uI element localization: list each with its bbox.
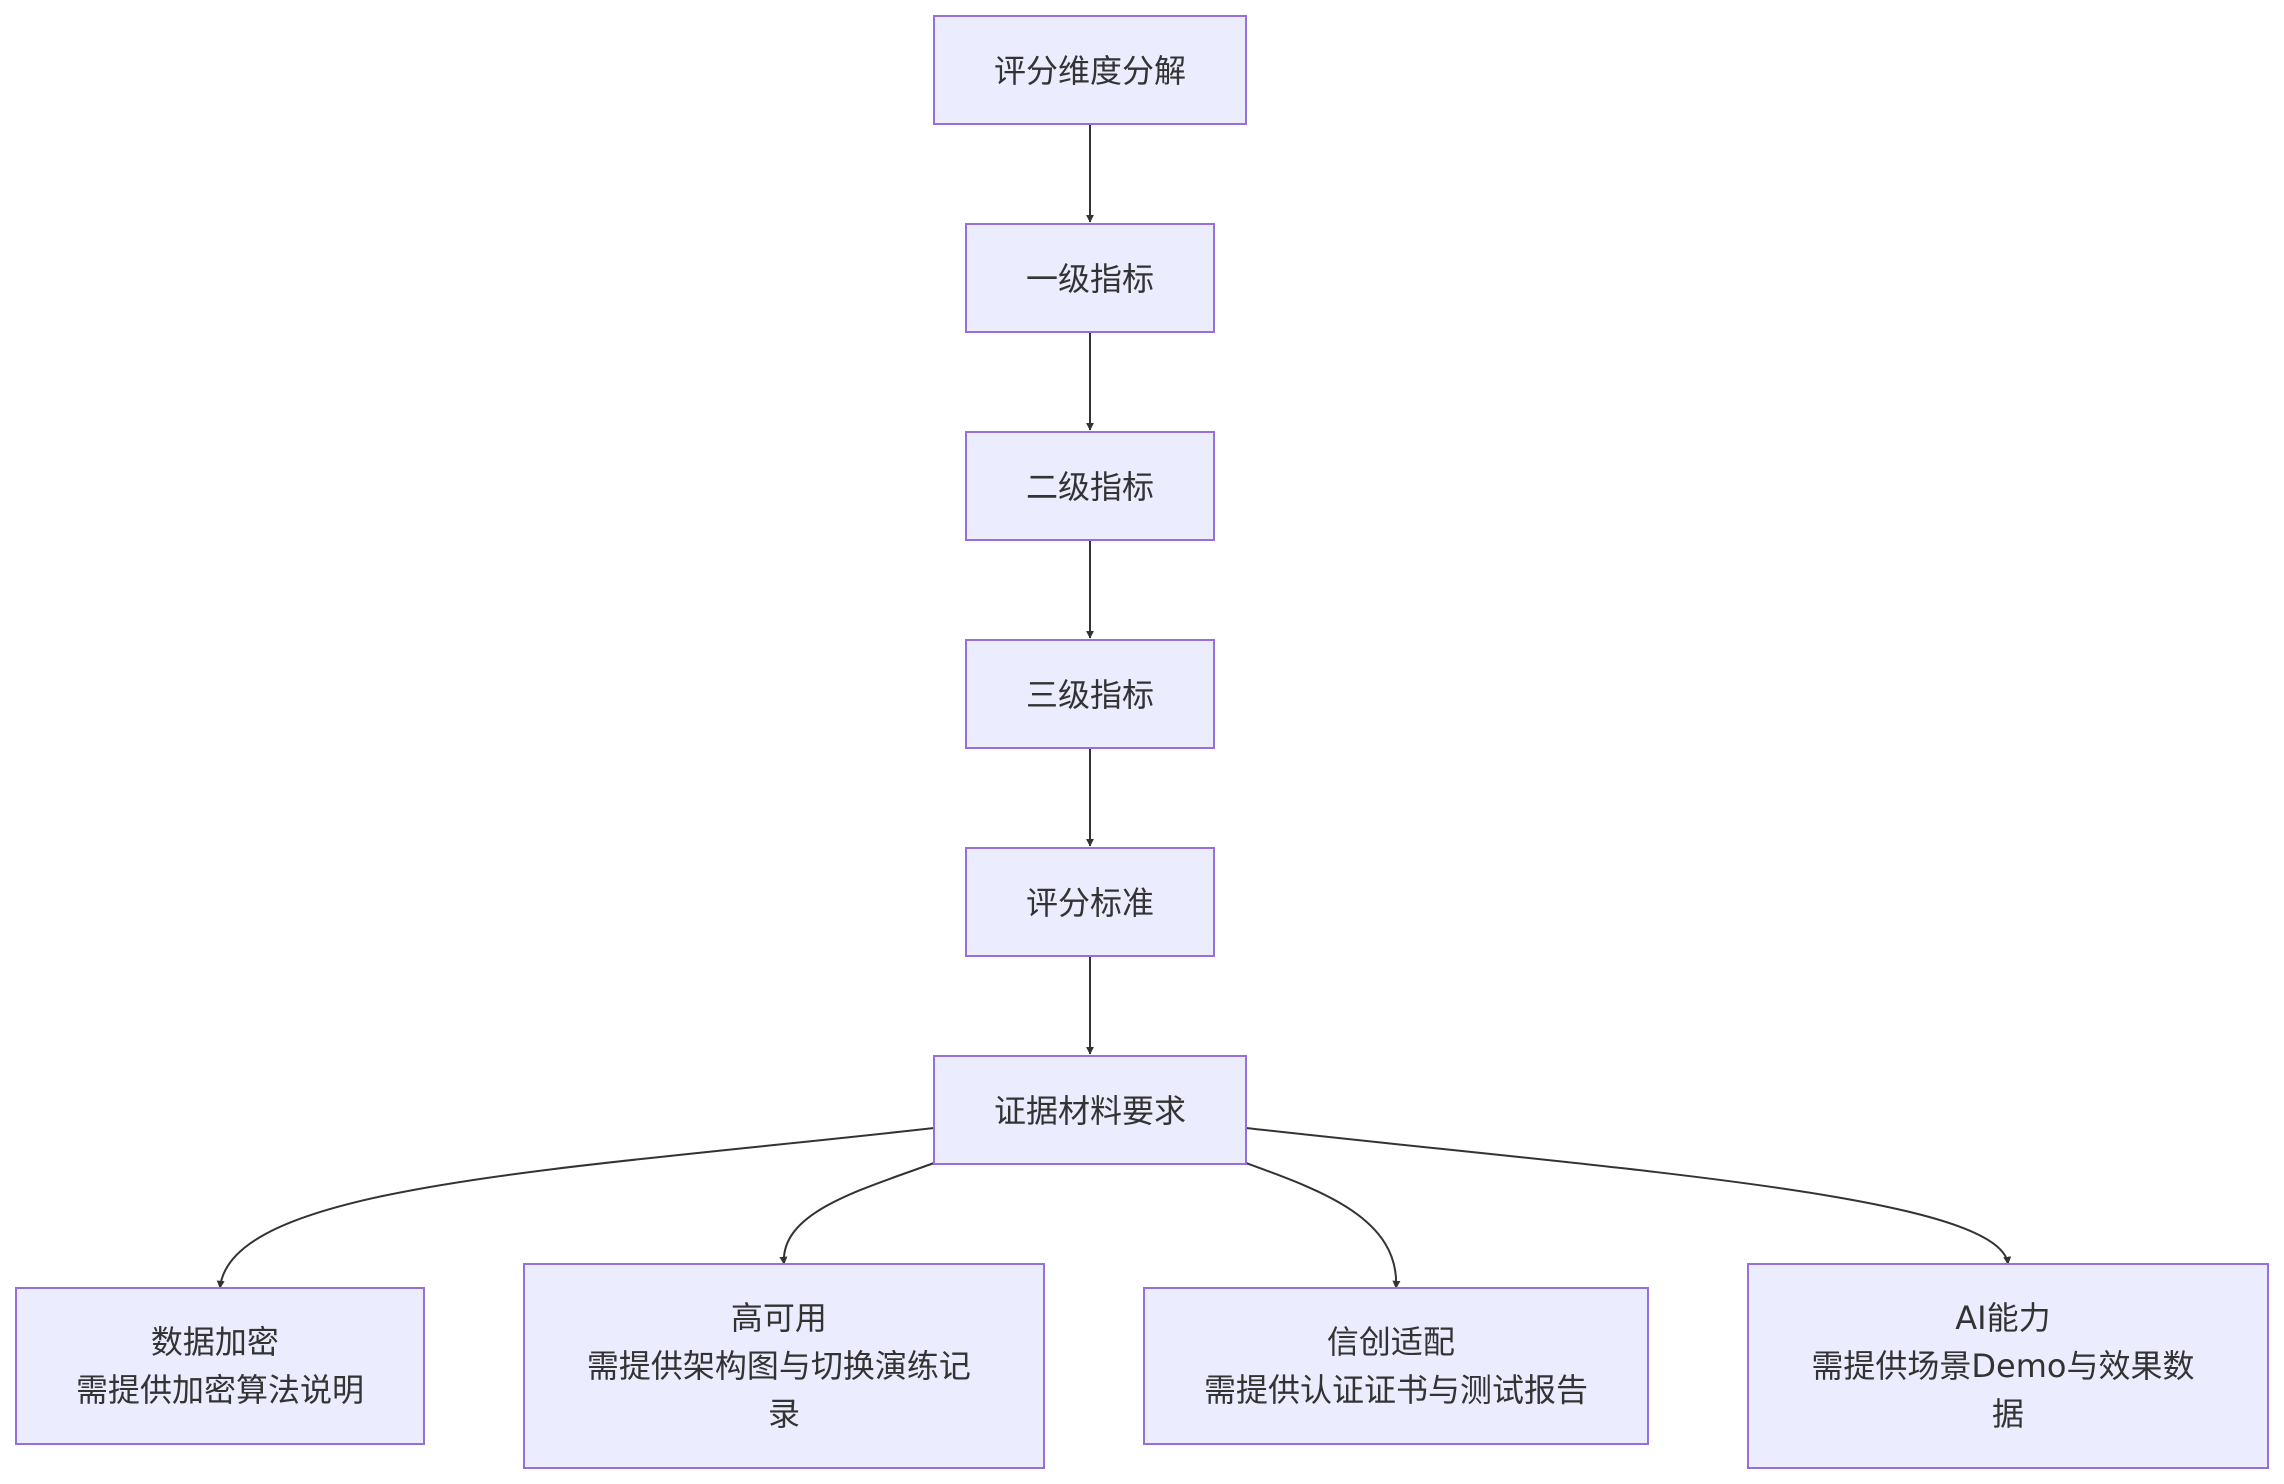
svg-text:高可用 需提供架构图与切换演练记: 高可用 需提供架构图与切换演练记 录 xyxy=(587,1299,981,1433)
edge-evidence-ha xyxy=(779,1162,935,1265)
node-label: 需提供加密算法说明 xyxy=(76,1371,364,1409)
node-label: 评分标准 xyxy=(1026,884,1154,922)
node-criteria[interactable]: 评分标准 xyxy=(965,847,1215,957)
node-label: 二级指标 xyxy=(1026,468,1154,506)
node-label: AI能力 xyxy=(1955,1299,2050,1337)
node-level3[interactable]: 三级指标 xyxy=(965,639,1215,749)
svg-text:AI能力 需提供场景Demo与效果数: AI能力 需提供场景Demo与效果数 据 xyxy=(1811,1299,2204,1433)
svg-text:一级指标: 一级指标 xyxy=(1026,260,1154,298)
node-level2[interactable]: 二级指标 xyxy=(965,431,1215,541)
svg-text:评分维度分解: 评分维度分解 xyxy=(994,52,1186,90)
edge-evidence-encryption xyxy=(216,1127,935,1289)
node-label: 据 xyxy=(1992,1395,2024,1433)
node-evidence[interactable]: 证据材料要求 xyxy=(933,1055,1247,1165)
node-root[interactable]: 评分维度分解 xyxy=(933,15,1247,125)
node-label: 需提供场景Demo与效果数 xyxy=(1811,1347,2194,1385)
edge-evidence-xinchuang xyxy=(1245,1162,1401,1289)
edges xyxy=(216,124,2012,1289)
node-label: 录 xyxy=(768,1395,800,1433)
node-label: 一级指标 xyxy=(1026,260,1154,298)
node-xinchuang[interactable]: 信创适配 需提供认证证书与测试报告 xyxy=(1143,1287,1649,1445)
node-label: 证据材料要求 xyxy=(994,1092,1186,1130)
svg-text:信创适配 需提供认证证书与测试报告: 信创适配 需提供认证证书与测试报告 xyxy=(1204,1323,1588,1409)
svg-text:证据材料要求: 证据材料要求 xyxy=(994,1092,1186,1130)
node-label: 需提供认证证书与测试报告 xyxy=(1204,1371,1588,1409)
nodes: 评分维度分解 一级指标 二级指标 三级指标 评分标准 xyxy=(15,15,2269,1469)
svg-text:三级指标: 三级指标 xyxy=(1026,676,1154,714)
node-label: 需提供架构图与切换演练记 xyxy=(587,1347,971,1385)
svg-text:二级指标: 二级指标 xyxy=(1026,468,1154,506)
node-label: 数据加密 xyxy=(151,1323,279,1361)
svg-text:评分标准: 评分标准 xyxy=(1026,884,1154,922)
node-label: 三级指标 xyxy=(1026,676,1154,714)
node-level1[interactable]: 一级指标 xyxy=(965,223,1215,333)
node-ai[interactable]: AI能力 需提供场景Demo与效果数 据 xyxy=(1747,1263,2269,1469)
node-ha[interactable]: 高可用 需提供架构图与切换演练记 录 xyxy=(523,1263,1045,1469)
node-encryption[interactable]: 数据加密 需提供加密算法说明 xyxy=(15,1287,425,1445)
svg-text:数据加密 需提供加密算法说明: 数据加密 需提供加密算法说明 xyxy=(76,1323,364,1409)
node-label: 高可用 xyxy=(731,1299,827,1337)
node-label: 信创适配 xyxy=(1327,1323,1455,1361)
node-label: 评分维度分解 xyxy=(994,52,1186,90)
edge-evidence-ai xyxy=(1245,1127,2012,1265)
